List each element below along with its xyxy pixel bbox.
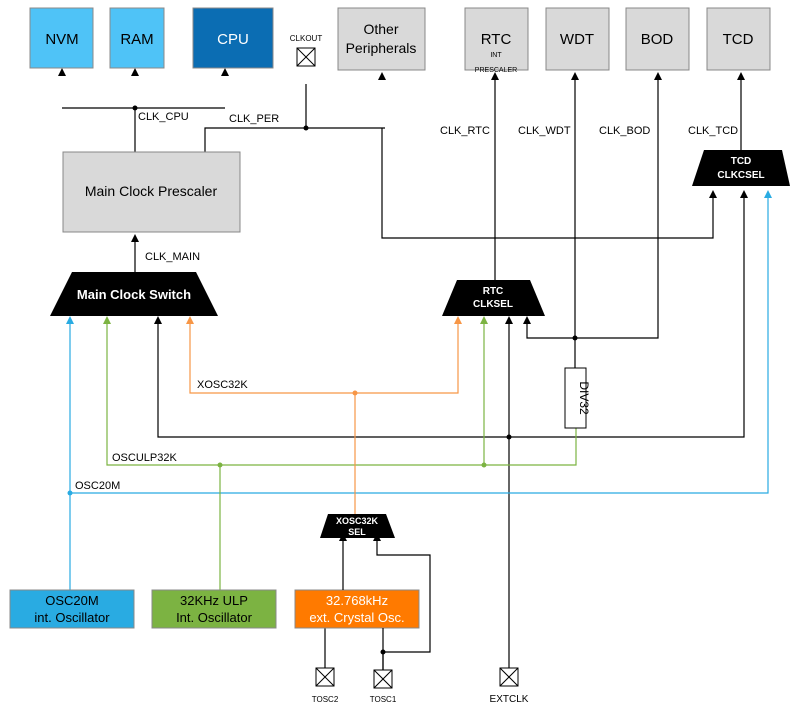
nvm-block: NVM xyxy=(29,7,94,69)
main-prescaler-label: Main Clock Prescaler xyxy=(85,183,218,199)
other-label-line2: Peripherals xyxy=(346,40,417,56)
arrowheads xyxy=(58,68,772,541)
clk-bod-label: CLK_BOD xyxy=(599,125,650,137)
div32-block: DIV32 xyxy=(564,367,591,429)
osc20m-wires xyxy=(69,196,769,590)
tcd-mux-line1: TCD xyxy=(731,156,752,167)
bod-block: BOD xyxy=(625,7,690,71)
nvm-label: NVM xyxy=(45,31,78,48)
rtc-mux-line1: RTC xyxy=(483,286,504,297)
ulp-oscillator-block: 32KHz ULP Int. Oscillator xyxy=(151,589,277,629)
tosc2-pin: TOSC2 xyxy=(312,667,339,704)
clk-main-label: CLK_MAIN xyxy=(145,251,200,263)
clkout-pin: CLKOUT xyxy=(290,34,323,67)
osculp32k-signal-label: OSCULP32K xyxy=(112,452,177,464)
xosc-line2: ext. Crystal Osc. xyxy=(309,610,404,625)
osc20m-signal-label: OSC20M xyxy=(75,480,120,492)
osc20m-line2: int. Oscillator xyxy=(34,610,110,625)
tosc2-label: TOSC2 xyxy=(312,695,339,704)
rtc-label: RTC xyxy=(481,31,512,48)
rtc-mux-line2: CLKSEL xyxy=(473,299,513,310)
rtc-sub-prescaler: PRESCALER xyxy=(475,67,517,74)
extclk-label: EXTCLK xyxy=(490,694,529,705)
xosc-line1: 32.768kHz xyxy=(326,593,388,608)
tosc1-pin: TOSC1 xyxy=(370,669,397,704)
tcd-label: TCD xyxy=(723,31,754,48)
ulp-line2: Int. Oscillator xyxy=(176,610,253,625)
ulp-line1: 32KHz ULP xyxy=(180,593,248,608)
clkout-label: CLKOUT xyxy=(290,34,323,43)
xosc32k-crystal-block: 32.768kHz ext. Crystal Osc. xyxy=(294,589,420,629)
tosc1-label: TOSC1 xyxy=(370,695,397,704)
osc20m-line1: OSC20M xyxy=(45,593,98,608)
xosc32k-sel-mux: XOSC32K SEL xyxy=(320,514,395,538)
other-peripherals-block: Other Peripherals xyxy=(337,7,426,71)
osculp32k-wires xyxy=(106,322,577,590)
xosc32k-signal-label: XOSC32K xyxy=(197,379,248,391)
clk-per-label: CLK_PER xyxy=(229,113,279,125)
main-switch-label: Main Clock Switch xyxy=(77,287,191,302)
cpu-label: CPU xyxy=(217,31,249,48)
black-clock-wires xyxy=(62,78,745,670)
tcd-block: TCD xyxy=(706,7,771,71)
xosc-mux-line1: XOSC32K xyxy=(336,516,379,526)
other-label-line1: Other xyxy=(363,21,398,37)
xosc-mux-line2: SEL xyxy=(348,527,366,537)
ram-block: RAM xyxy=(109,7,165,69)
div32-label: DIV32 xyxy=(577,381,591,415)
main-clock-prescaler: Main Clock Prescaler xyxy=(62,151,241,233)
tcd-clkcsel-mux: TCD CLKCSEL xyxy=(692,150,790,186)
xosc32k-wires xyxy=(189,322,459,514)
clk-tcd-label: CLK_TCD xyxy=(688,125,738,137)
rtc-block: RTC INT PRESCALER xyxy=(464,7,529,74)
wdt-label: WDT xyxy=(560,31,594,48)
clk-cpu-label: CLK_CPU xyxy=(138,111,189,123)
osc20m-oscillator-block: OSC20M int. Oscillator xyxy=(9,589,135,629)
clk-wdt-label: CLK_WDT xyxy=(518,125,571,137)
wdt-block: WDT xyxy=(545,7,610,71)
cpu-block: CPU xyxy=(192,7,274,69)
rtc-clksel-mux: RTC CLKSEL xyxy=(442,280,545,316)
tcd-mux-line2: CLKCSEL xyxy=(717,170,764,181)
extclk-pin: EXTCLK xyxy=(490,667,529,705)
main-clock-switch-mux: Main Clock Switch xyxy=(50,272,218,316)
rtc-sub-int: INT xyxy=(490,52,502,59)
bod-label: BOD xyxy=(641,31,674,48)
ram-label: RAM xyxy=(120,31,153,48)
clk-rtc-label: CLK_RTC xyxy=(440,125,490,137)
